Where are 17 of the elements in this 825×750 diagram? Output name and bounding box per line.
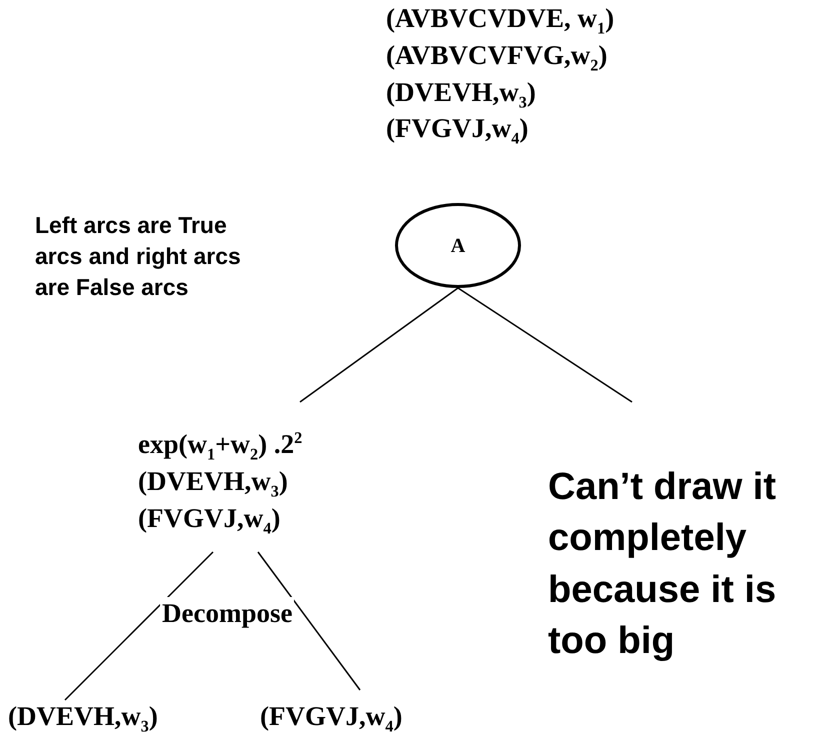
clause-text: (FVGVJ,w$_{4}$) [386,112,530,150]
clause-text: (FVGVJ,w$_{4}$) [138,502,280,538]
tree-arc [300,287,458,403]
clause-text: (DVEVH,w$_{3}$) [8,700,158,737]
note-text: Can’t draw it completely because it is too big [548,465,778,664]
clause-text: (AVBVCVFVG,w$_{2}$) [386,38,608,76]
clause-text: (DVEVH,w$_{3}$) [138,464,288,502]
clause-text: (DVEVH,w$_{3}$) [386,76,537,112]
note-text: Left arcs are True arcs and right arcs are False arcs [35,211,242,302]
clause-text: (AVBVCVDVE, w$_{1}$) [386,2,614,39]
tree-arc [257,552,361,690]
tree-arc [64,551,214,701]
clause-text: (FVGVJ,w$_{4}$) [260,700,402,737]
node-label: A [450,234,466,258]
clause-text: exp(w$_{1}$+w$_{2}$) .2$^{2}$ [138,428,302,465]
annotation-text: Decompose [160,597,294,630]
tree-arc [458,287,632,403]
